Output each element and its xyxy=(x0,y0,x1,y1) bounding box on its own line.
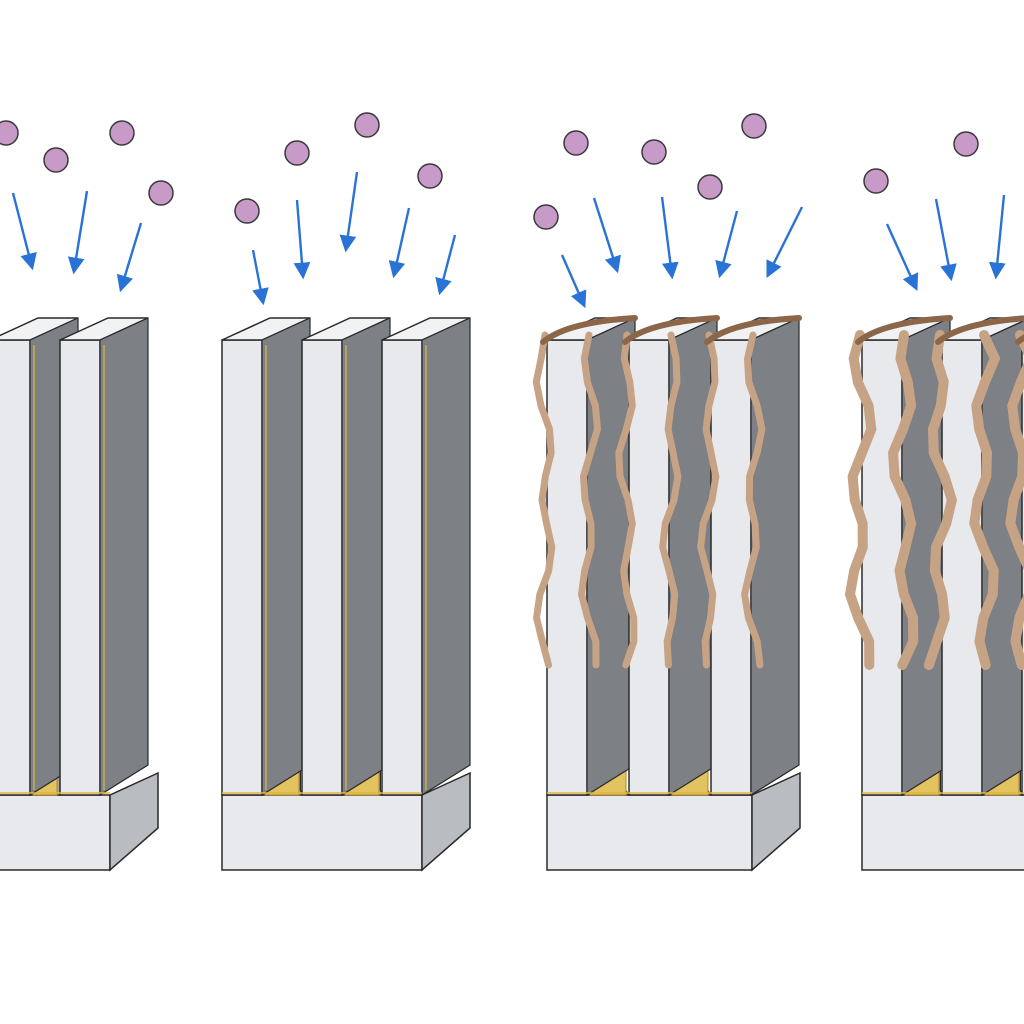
flux-arrow-icon xyxy=(435,234,457,296)
film-left xyxy=(844,330,877,670)
particle-icon xyxy=(43,147,69,173)
fin-front xyxy=(0,339,31,796)
substrate-base-front xyxy=(0,794,111,871)
substrate-base-side xyxy=(751,771,801,872)
fin xyxy=(532,315,638,797)
particle-icon xyxy=(863,168,889,194)
film-cap xyxy=(1015,334,1024,345)
film-right xyxy=(577,331,602,669)
particle-icon xyxy=(417,163,443,189)
flux-arrow-icon xyxy=(67,190,89,275)
film-cap xyxy=(540,315,638,345)
film-right xyxy=(740,331,766,669)
fin-front xyxy=(301,339,343,796)
flux-arrow-icon xyxy=(660,196,679,280)
film-cap xyxy=(855,315,953,345)
flux-arrow-icon xyxy=(251,249,269,306)
flux-arrow-icon xyxy=(715,210,739,279)
fin-front xyxy=(221,339,263,796)
flux-arrow-icon xyxy=(885,223,919,292)
flux-arrow-icon xyxy=(339,171,359,253)
particle-icon xyxy=(0,120,19,146)
fin-side xyxy=(421,317,471,797)
particle-icon xyxy=(697,174,723,200)
film-left xyxy=(1005,330,1024,670)
particle-icon xyxy=(148,180,174,206)
panel-3 xyxy=(532,315,802,872)
flux-arrow-icon xyxy=(934,198,957,282)
flux-arrow-icon xyxy=(766,206,804,279)
fin-front xyxy=(546,339,588,796)
fin-front xyxy=(59,339,101,796)
particle-icon xyxy=(354,112,380,138)
fin-front xyxy=(381,339,423,796)
fin xyxy=(301,316,391,797)
fin xyxy=(381,317,471,797)
particle-icon xyxy=(284,140,310,166)
flux-arrow-icon xyxy=(388,207,411,279)
film-left xyxy=(615,331,638,669)
fin-side xyxy=(99,317,149,797)
particle-icon xyxy=(109,120,135,146)
panel-4 xyxy=(844,315,1024,871)
film-right xyxy=(969,330,1001,670)
flux-arrow-icon xyxy=(988,194,1006,280)
fin xyxy=(697,315,802,797)
panel-2 xyxy=(221,316,471,872)
film-cap xyxy=(935,315,1024,345)
flux-arrow-icon xyxy=(293,199,311,280)
particle-icon xyxy=(234,198,260,224)
film-cap xyxy=(704,315,802,345)
particle-icon xyxy=(563,130,589,156)
film-right xyxy=(659,331,682,669)
substrate-base-side xyxy=(421,771,471,872)
flux-arrow-icon xyxy=(116,222,143,293)
film-left xyxy=(697,331,720,669)
film-left xyxy=(923,330,958,670)
substrate-base-front xyxy=(861,794,1024,871)
particle-icon xyxy=(533,204,559,230)
flux-arrow-icon xyxy=(560,254,587,309)
fin xyxy=(615,315,720,797)
panel-1 xyxy=(0,316,159,872)
flux-arrow-icon xyxy=(592,197,621,274)
particle-icon xyxy=(641,139,667,165)
fin xyxy=(59,317,149,797)
film-cap xyxy=(622,315,720,345)
fin-side xyxy=(750,317,800,797)
fin xyxy=(923,315,1024,797)
fin xyxy=(844,315,953,797)
flux-arrow-icon xyxy=(11,192,37,271)
fin xyxy=(221,316,311,797)
substrate-base-side xyxy=(109,771,159,872)
film-left xyxy=(532,331,556,669)
substrate-base-front xyxy=(221,794,423,871)
particle-icon xyxy=(741,113,767,139)
particle-icon xyxy=(953,131,979,157)
fin-front xyxy=(710,339,752,796)
film-right xyxy=(888,330,919,670)
substrate-base-front xyxy=(546,794,753,871)
